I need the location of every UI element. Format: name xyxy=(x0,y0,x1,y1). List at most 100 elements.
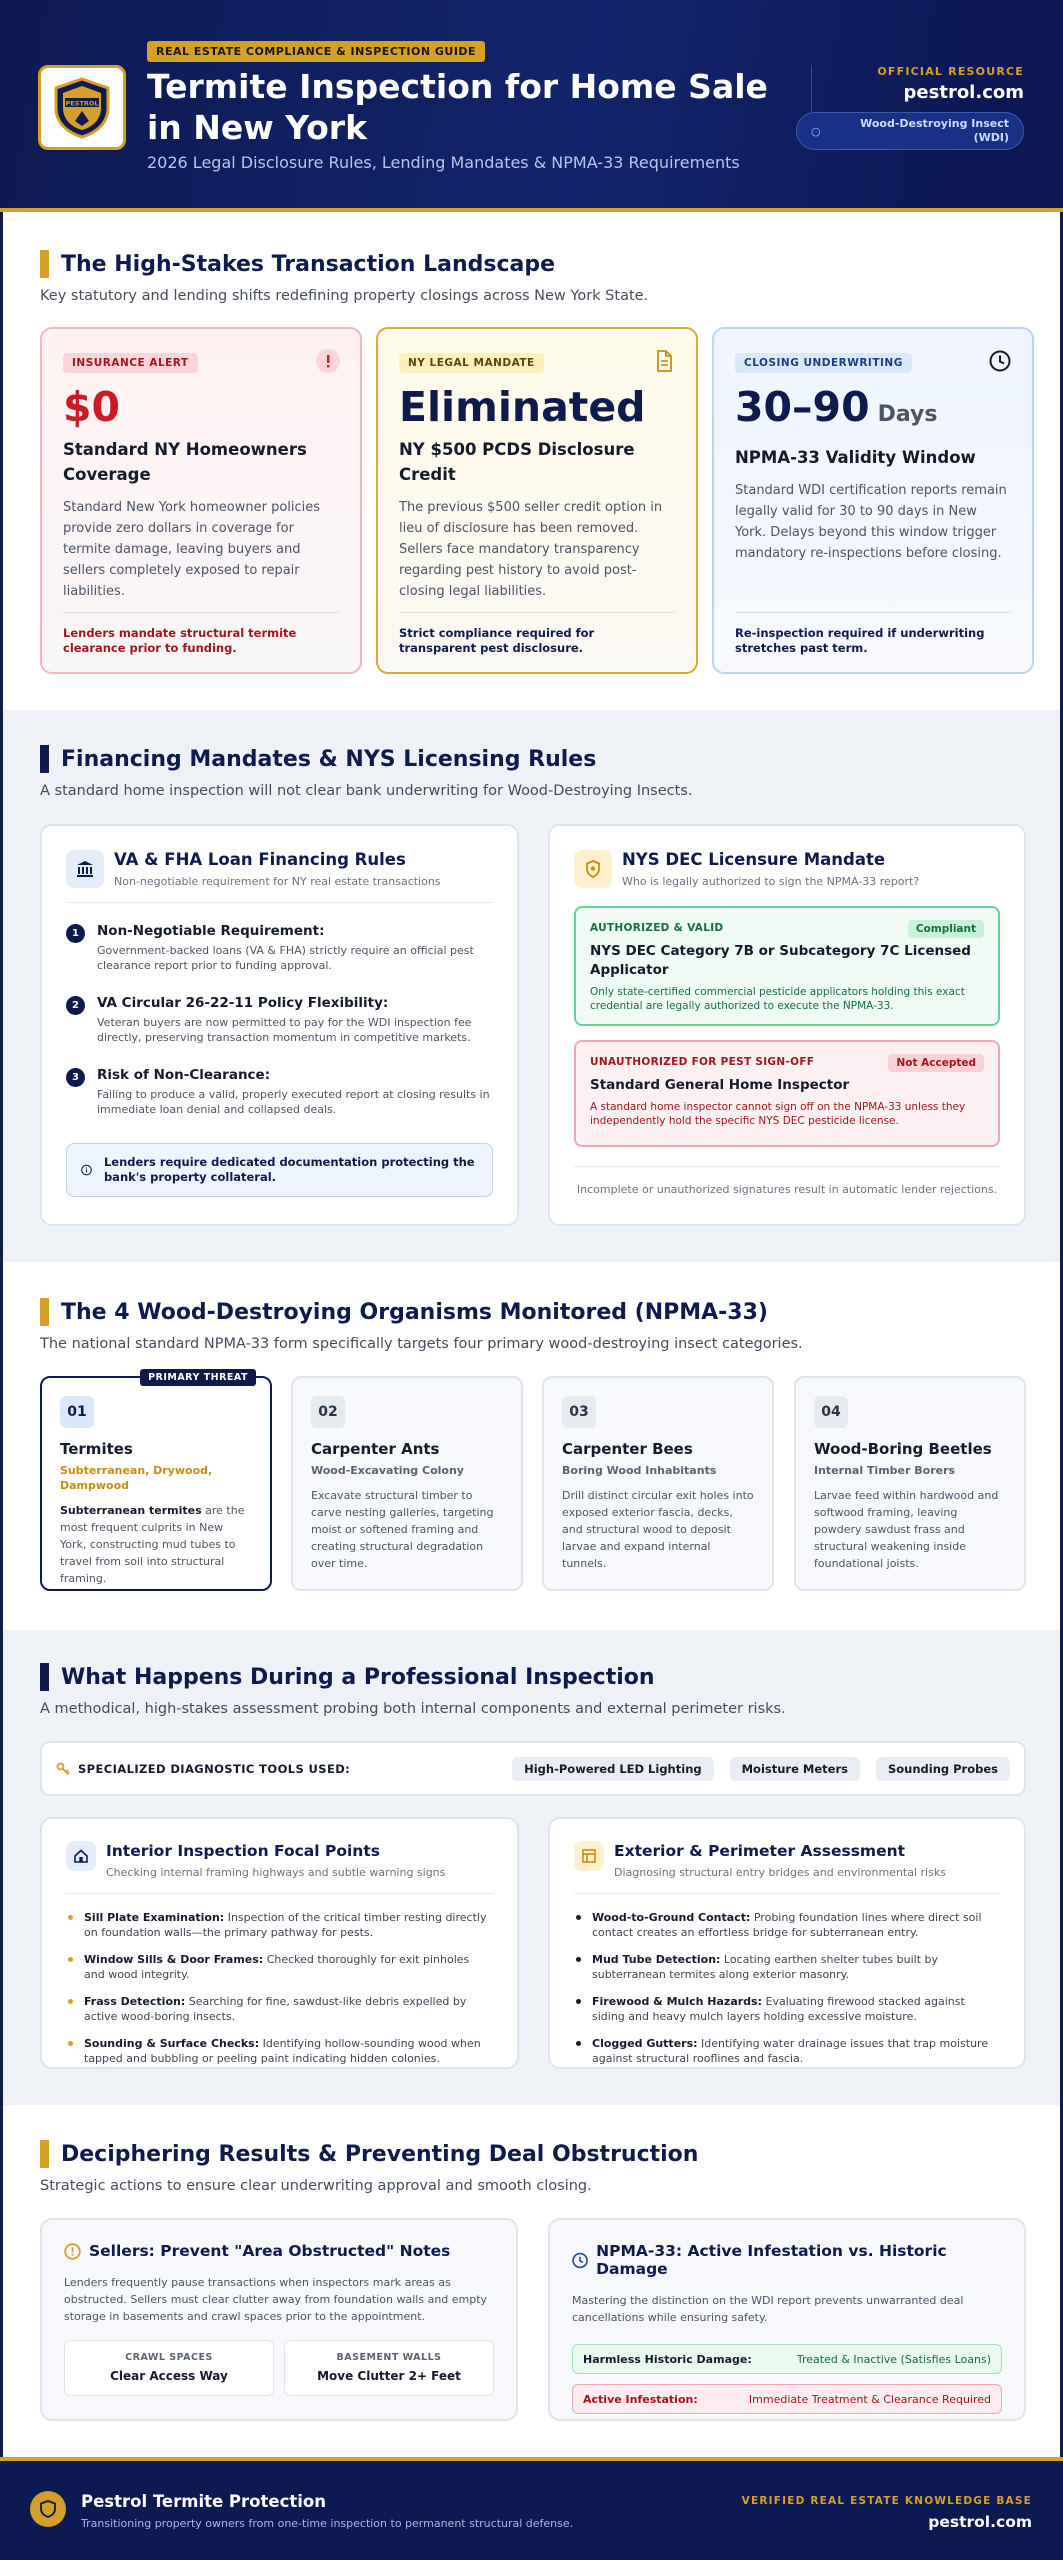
item-key: Wood-to-Ground Contact: xyxy=(592,1911,751,1924)
organism-desc-text: are the most frequent culprits in New Yo… xyxy=(60,1504,245,1585)
section-landscape: The High-Stakes Transaction Landscape Ke… xyxy=(3,216,1060,710)
card-body: The previous $500 seller credit option i… xyxy=(399,500,663,599)
item-desc: Government-backed loans (VA & FHA) stric… xyxy=(97,944,474,972)
row-value: Immediate Treatment & Clearance Required xyxy=(748,2392,991,2406)
unauthorized-license-box: UNAUTHORIZED FOR PEST SIGN-OFF Not Accep… xyxy=(574,1040,1000,1147)
item-desc: Failing to produce a valid, properly exe… xyxy=(97,1088,490,1116)
house-icon xyxy=(66,1841,96,1871)
primary-threat-badge: PRIMARY THREAT xyxy=(140,1369,256,1386)
section-title: Financing Mandates & NYS Licensing Rules xyxy=(61,746,597,772)
official-resource-label: OFFICIAL RESOURCE xyxy=(877,65,1024,78)
card-title: NY $500 PCDS Disclosure Credit xyxy=(399,440,635,484)
panel-subtitle: Checking internal framing highways and s… xyxy=(106,1866,446,1879)
footer-verified-label: VERIFIED REAL ESTATE KNOWLEDGE BASE xyxy=(741,2495,1032,2507)
card-number: 04 xyxy=(814,1396,848,1428)
box-heading: NYS DEC Category 7B or Subcategory 7C Li… xyxy=(590,943,971,978)
item-value: Evaluating firewood stacked against sidi… xyxy=(592,1995,965,2023)
organism-desc: Subterranean termites are the most frequ… xyxy=(60,1502,252,1587)
list-item: Window Sills & Door Frames: Checked thor… xyxy=(66,1952,493,1982)
key-icon xyxy=(56,1762,70,1775)
organism-subtitle: Boring Wood Inhabitants xyxy=(562,1464,717,1477)
panel-title: NPMA-33: Active Infestation vs. Historic… xyxy=(596,2242,947,2278)
header-divider xyxy=(811,65,812,150)
organism-name: Termites xyxy=(60,1440,133,1458)
organism-card-termites: PRIMARY THREAT 01 Termites Subterranean,… xyxy=(40,1369,272,1591)
item-key: Sounding & Surface Checks: xyxy=(84,2037,260,2050)
section-subtitle: The national standard NPMA-33 form speci… xyxy=(40,1336,803,1352)
organism-desc: Larvae feed within hardwood and softwood… xyxy=(814,1489,999,1570)
section-title: The High-Stakes Transaction Landscape xyxy=(61,251,556,277)
box-desc: A standard home inspector cannot sign of… xyxy=(590,1101,966,1127)
stat-card-legal-mandate: NY LEGAL MANDATE Eliminated NY $500 PCDS… xyxy=(376,327,698,674)
organism-desc: Excavate structural timber to carve nest… xyxy=(311,1489,494,1570)
heading-accent-bar xyxy=(40,1663,49,1691)
eyebrow-badge: REAL ESTATE COMPLIANCE & INSPECTION GUID… xyxy=(147,41,486,62)
step-number: 1 xyxy=(66,924,85,943)
item-desc: Veteran buyers are now permitted to pay … xyxy=(97,1016,472,1044)
panel-header: Interior Inspection Focal Points Checkin… xyxy=(42,1819,517,1879)
page-footer: Pestrol Termite Protection Transitioning… xyxy=(0,2457,1063,2560)
item-value: Searching for fine, sawdust-like debris … xyxy=(84,1995,467,2023)
stat-card-insurance: INSURANCE ALERT $0 Standard NY Homeowner… xyxy=(40,327,362,674)
card-number: 02 xyxy=(311,1396,345,1428)
footer-tagline: Transitioning property owners from one-t… xyxy=(81,2517,574,2530)
item-value: Checked thoroughly for exit pinholes and… xyxy=(84,1953,470,1981)
interior-checklist: Sill Plate Examination: Inspection of th… xyxy=(42,1894,517,2066)
section-heading: Deciphering Results & Preventing Deal Ob… xyxy=(40,2140,698,2168)
divider xyxy=(574,1893,1000,1894)
wdi-badge: ○ Wood-Destroying Insect (WDI) xyxy=(796,112,1024,150)
list-item: 2 VA Circular 26-22-11 Policy Flexibilit… xyxy=(66,995,493,1045)
section-heading: The 4 Wood-Destroying Organisms Monitore… xyxy=(40,1298,768,1326)
footer-brand-name: Pestrol Termite Protection xyxy=(81,2492,326,2511)
heading-accent-bar xyxy=(40,2140,49,2168)
tool-chip: Sounding Probes xyxy=(875,1756,1010,1781)
list-item: 3 Risk of Non-Clearance:Failing to produ… xyxy=(66,1067,493,1117)
panel-subtitle: Non-negotiable requirement for NY real e… xyxy=(114,875,441,888)
info-icon xyxy=(81,1164,92,1176)
result-row-active-infestation: Active Infestation: Immediate Treatment … xyxy=(572,2384,1002,2414)
section-heading: Financing Mandates & NYS Licensing Rules xyxy=(40,745,596,773)
footer-site-link[interactable]: pestrol.com xyxy=(928,2513,1032,2531)
organism-card-wood-boring-beetles: 04 Wood-Boring Beetles Internal Timber B… xyxy=(794,1376,1026,1591)
stat-value: Eliminated xyxy=(399,383,646,431)
box-label: AUTHORIZED & VALID xyxy=(590,922,724,934)
card-tag: INSURANCE ALERT xyxy=(63,353,198,373)
panel-title: Sellers: Prevent "Area Obstructed" Notes xyxy=(89,2242,451,2260)
card-number: 01 xyxy=(60,1396,94,1428)
panel-title: NYS DEC Licensure Mandate xyxy=(622,850,886,869)
panel-body: Mastering the distinction on the WDI rep… xyxy=(572,2294,964,2324)
organism-name: Carpenter Ants xyxy=(311,1440,440,1458)
panel-dec-licensure: NYS DEC Licensure Mandate Who is legally… xyxy=(548,824,1026,1226)
box-label: CRAWL SPACES xyxy=(125,2352,213,2363)
tool-chip: High-Powered LED Lighting xyxy=(512,1756,714,1781)
clock-icon xyxy=(572,2252,588,2268)
list-item: Clogged Gutters: Identifying water drain… xyxy=(574,2036,1000,2066)
page-subtitle: 2026 Legal Disclosure Rules, Lending Man… xyxy=(147,153,740,172)
panel-header: NYS DEC Licensure Mandate Who is legally… xyxy=(550,826,1024,888)
box-desc: Only state-certified commercial pesticid… xyxy=(590,986,965,1012)
spacer xyxy=(572,2326,1002,2334)
status-badge: Not Accepted xyxy=(888,1054,984,1072)
layout-icon xyxy=(574,1841,604,1871)
header-site-link[interactable]: pestrol.com xyxy=(903,82,1024,103)
stat-value-number: 30–90 xyxy=(735,383,870,431)
panel-header: Exterior & Perimeter Assessment Diagnosi… xyxy=(550,1819,1024,1879)
list-item: Frass Detection: Searching for fine, saw… xyxy=(66,1994,493,2024)
prep-box-basement-walls: BASEMENT WALLS Move Clutter 2+ Feet xyxy=(284,2340,494,2396)
panel-title: VA & FHA Loan Financing Rules xyxy=(114,850,406,869)
info-callout: Lenders require dedicated documentation … xyxy=(66,1143,493,1197)
shield-logo-icon: PESTROL xyxy=(54,76,110,139)
panel-sellers-obstruction: Sellers: Prevent "Area Obstructed" Notes… xyxy=(40,2218,518,2421)
card-footnote: Strict compliance required for transpare… xyxy=(399,612,675,656)
card-title: Standard NY Homeowners Coverage xyxy=(63,440,307,484)
card-footnote: Re-inspection required if underwriting s… xyxy=(735,612,1011,656)
panel-header: VA & FHA Loan Financing Rules Non-negoti… xyxy=(42,826,517,888)
organism-subtitle: Subterranean, Drywood, Dampwood xyxy=(60,1464,213,1492)
card-body: Standard New York homeowner policies pro… xyxy=(63,500,321,599)
item-key: Sill Plate Examination: xyxy=(84,1911,225,1924)
section-subtitle: Key statutory and lending shifts redefin… xyxy=(40,288,649,304)
item-value: Identifying water drainage issues that t… xyxy=(592,2037,989,2065)
section-title: The 4 Wood-Destroying Organisms Monitore… xyxy=(61,1299,768,1325)
prep-box-crawl-spaces: CRAWL SPACES Clear Access Way xyxy=(64,2340,274,2396)
